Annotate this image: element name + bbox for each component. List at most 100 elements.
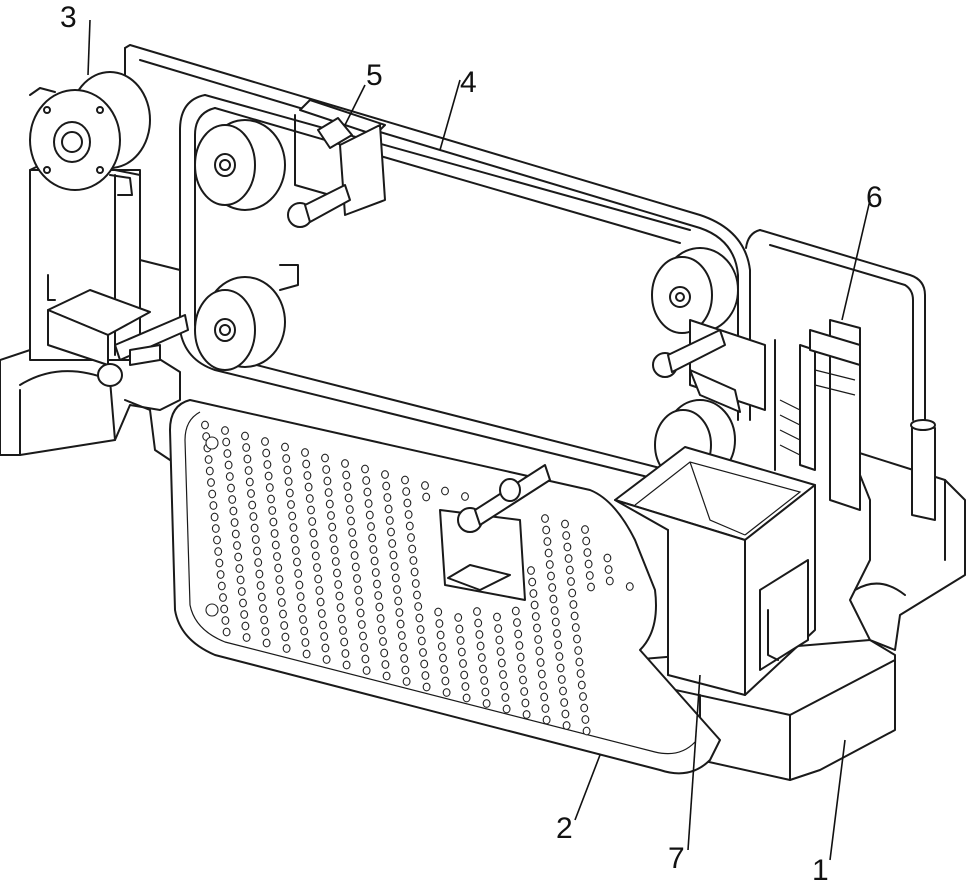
perforation-hole	[345, 494, 352, 502]
perforation-hole	[368, 523, 375, 531]
perforation-hole	[586, 572, 593, 580]
perforation-hole	[378, 626, 385, 634]
perforation-hole	[411, 568, 418, 576]
perforation-hole	[502, 694, 509, 702]
perforation-hole	[272, 541, 279, 549]
perforation-hole	[409, 545, 416, 553]
perforation-hole	[554, 630, 561, 638]
perforation-hole	[463, 694, 470, 702]
perforation-hole	[322, 644, 329, 652]
pulley-right	[652, 248, 738, 333]
perforation-hole	[286, 489, 293, 497]
perforated-plate	[170, 400, 720, 773]
perforation-hole	[570, 601, 577, 609]
perforation-hole	[423, 493, 430, 501]
perforation-hole	[577, 670, 584, 678]
perforation-hole	[442, 677, 449, 685]
top-clamp	[288, 100, 385, 227]
perforation-hole	[403, 488, 410, 496]
perforation-hole	[228, 484, 235, 492]
perforation-hole	[542, 515, 549, 523]
perforation-hole	[337, 604, 344, 612]
perforation-hole	[360, 632, 367, 640]
perforation-hole	[562, 710, 569, 718]
perforation-hole	[565, 555, 572, 563]
perforation-hole	[290, 524, 297, 532]
perforation-hole	[583, 537, 590, 545]
perforation-hole	[561, 699, 568, 707]
perforation-hole	[398, 632, 405, 640]
perforation-hole	[366, 511, 373, 519]
perforation-hole	[269, 507, 276, 515]
perforation-hole	[211, 513, 218, 521]
perforation-hole	[252, 536, 259, 544]
perforation-hole	[515, 630, 522, 638]
right-clamp	[653, 320, 765, 412]
perforation-hole	[238, 588, 245, 596]
perforation-hole	[552, 618, 559, 626]
perforation-hole	[392, 574, 399, 582]
perforation-hole	[281, 622, 288, 630]
perforation-hole	[528, 567, 535, 575]
perforation-hole	[365, 500, 372, 508]
perforation-hole	[349, 529, 356, 537]
perforation-hole	[264, 461, 271, 469]
perforation-hole	[262, 628, 269, 636]
perforation-hole	[474, 608, 481, 616]
perforation-hole	[483, 700, 490, 708]
perforation-hole	[517, 653, 524, 661]
perforation-hole	[460, 660, 467, 668]
perforation-hole	[369, 534, 376, 542]
label-base: 1	[812, 854, 829, 887]
perforation-hole	[371, 557, 378, 565]
perforation-hole	[282, 443, 289, 451]
perforation-hole	[377, 615, 384, 623]
perforation-hole	[214, 536, 221, 544]
perforation-hole	[324, 477, 331, 485]
perforation-hole	[255, 559, 262, 567]
perforation-hole	[376, 603, 383, 611]
perforation-hole	[261, 616, 268, 624]
perforation-hole	[478, 654, 485, 662]
perforation-hole	[604, 554, 611, 562]
perforation-hole	[322, 454, 329, 462]
perforation-hole	[414, 591, 421, 599]
perforation-hole	[216, 559, 223, 567]
perforation-hole	[278, 599, 285, 607]
perforation-hole	[340, 627, 347, 635]
perforation-hole	[461, 671, 468, 679]
perforation-hole	[304, 472, 311, 480]
perforation-hole	[476, 631, 483, 639]
perforation-hole	[391, 563, 398, 571]
perforation-hole	[225, 461, 232, 469]
perforation-hole	[316, 587, 323, 595]
perforation-hole	[312, 552, 319, 560]
perforation-hole	[563, 532, 570, 540]
perforation-hole	[383, 672, 390, 680]
perforation-hole	[500, 671, 507, 679]
perforation-hole	[236, 565, 243, 573]
perforation-hole	[462, 683, 469, 691]
perforation-hole	[288, 501, 295, 509]
perforation-hole	[270, 518, 277, 526]
perforation-hole	[205, 456, 212, 464]
perforation-hole	[543, 716, 550, 724]
perforation-hole	[422, 672, 429, 680]
perforation-hole	[415, 603, 422, 611]
perforation-hole	[529, 578, 536, 586]
label-belt: 4	[460, 66, 477, 99]
perforation-hole	[265, 472, 272, 480]
perforation-hole	[217, 571, 224, 579]
perforation-hole	[605, 566, 612, 574]
perforation-hole	[400, 643, 407, 651]
perforation-hole	[456, 625, 463, 633]
perforation-hole	[496, 636, 503, 644]
perforation-hole	[329, 523, 336, 531]
perforation-hole	[354, 575, 361, 583]
perforation-hole	[343, 661, 350, 669]
perforation-hole	[385, 505, 392, 513]
perforation-hole	[237, 576, 244, 584]
perforation-hole	[503, 705, 510, 713]
perforation-hole	[231, 519, 238, 527]
perforation-hole	[303, 650, 310, 658]
